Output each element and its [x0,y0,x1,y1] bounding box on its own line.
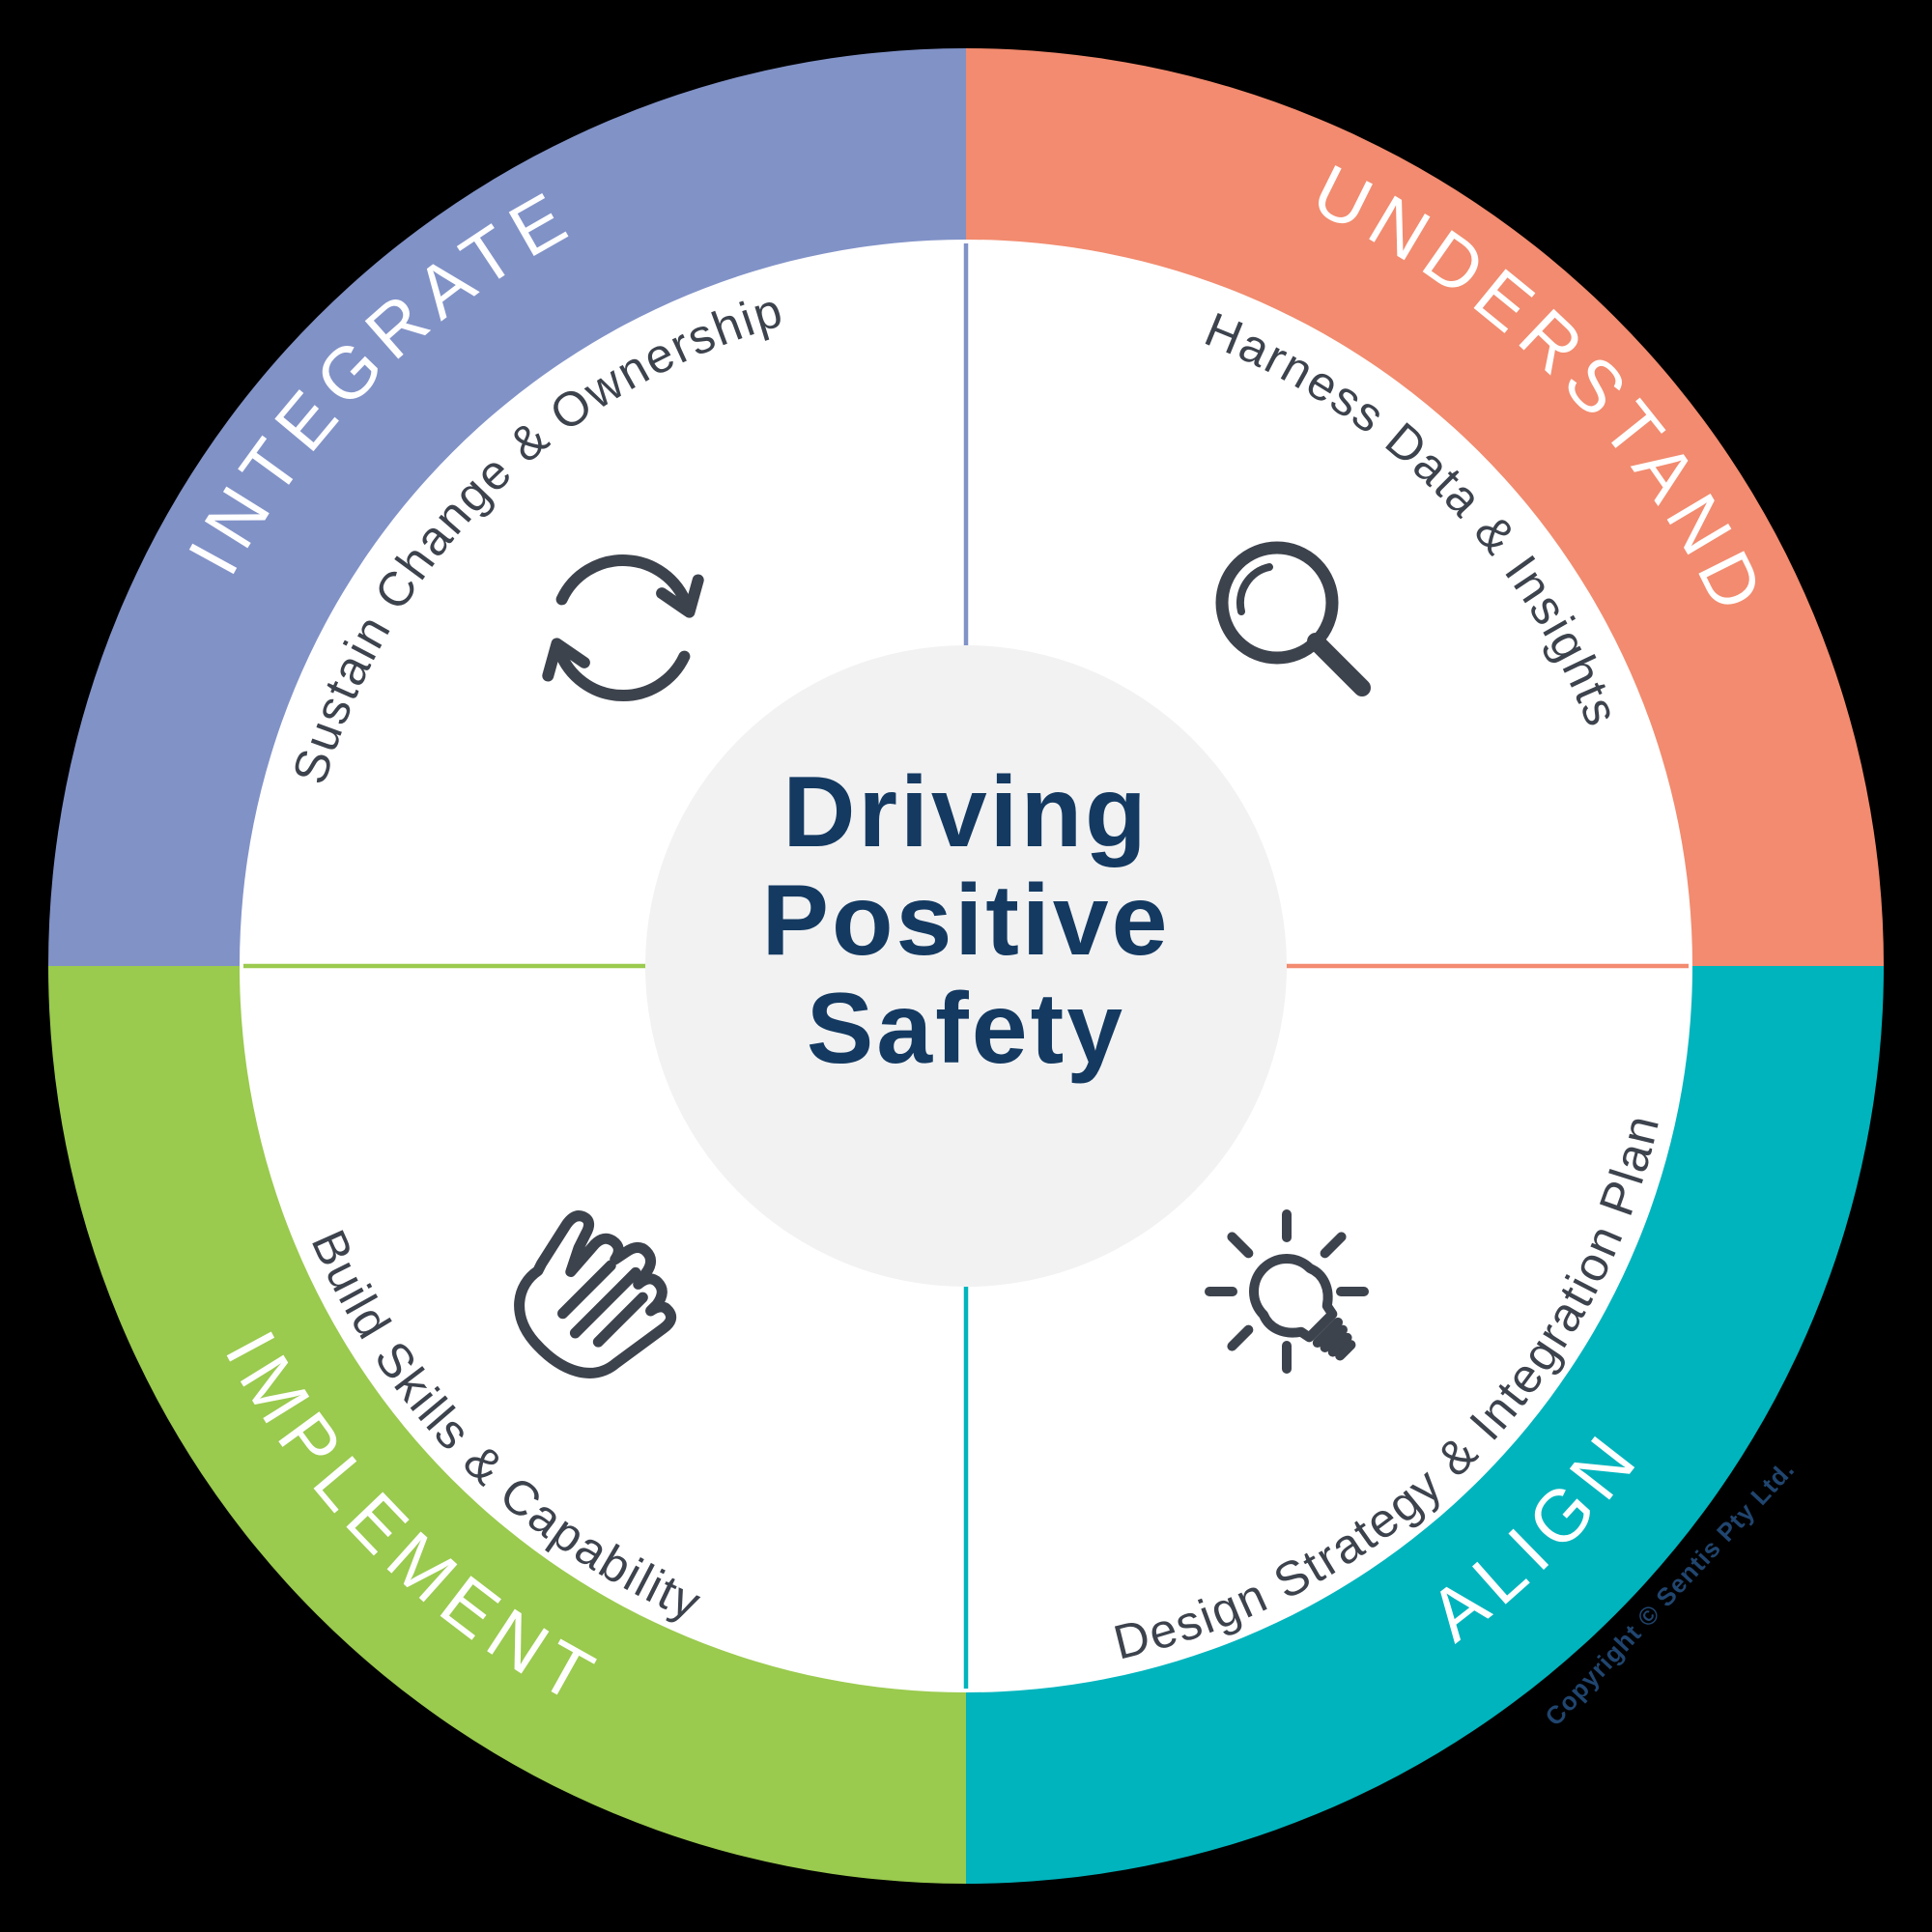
hand-icon [514,1210,677,1378]
center-circle [645,645,1287,1287]
center-title-line2: Positive [762,865,1171,977]
center-title-line3: Safety [807,973,1125,1085]
sync-arrows-icon [542,554,704,701]
lightbulb-icon [1205,1209,1369,1374]
magnifying-glass-icon [1215,541,1371,696]
center-title-line1: Driving [782,756,1149,868]
